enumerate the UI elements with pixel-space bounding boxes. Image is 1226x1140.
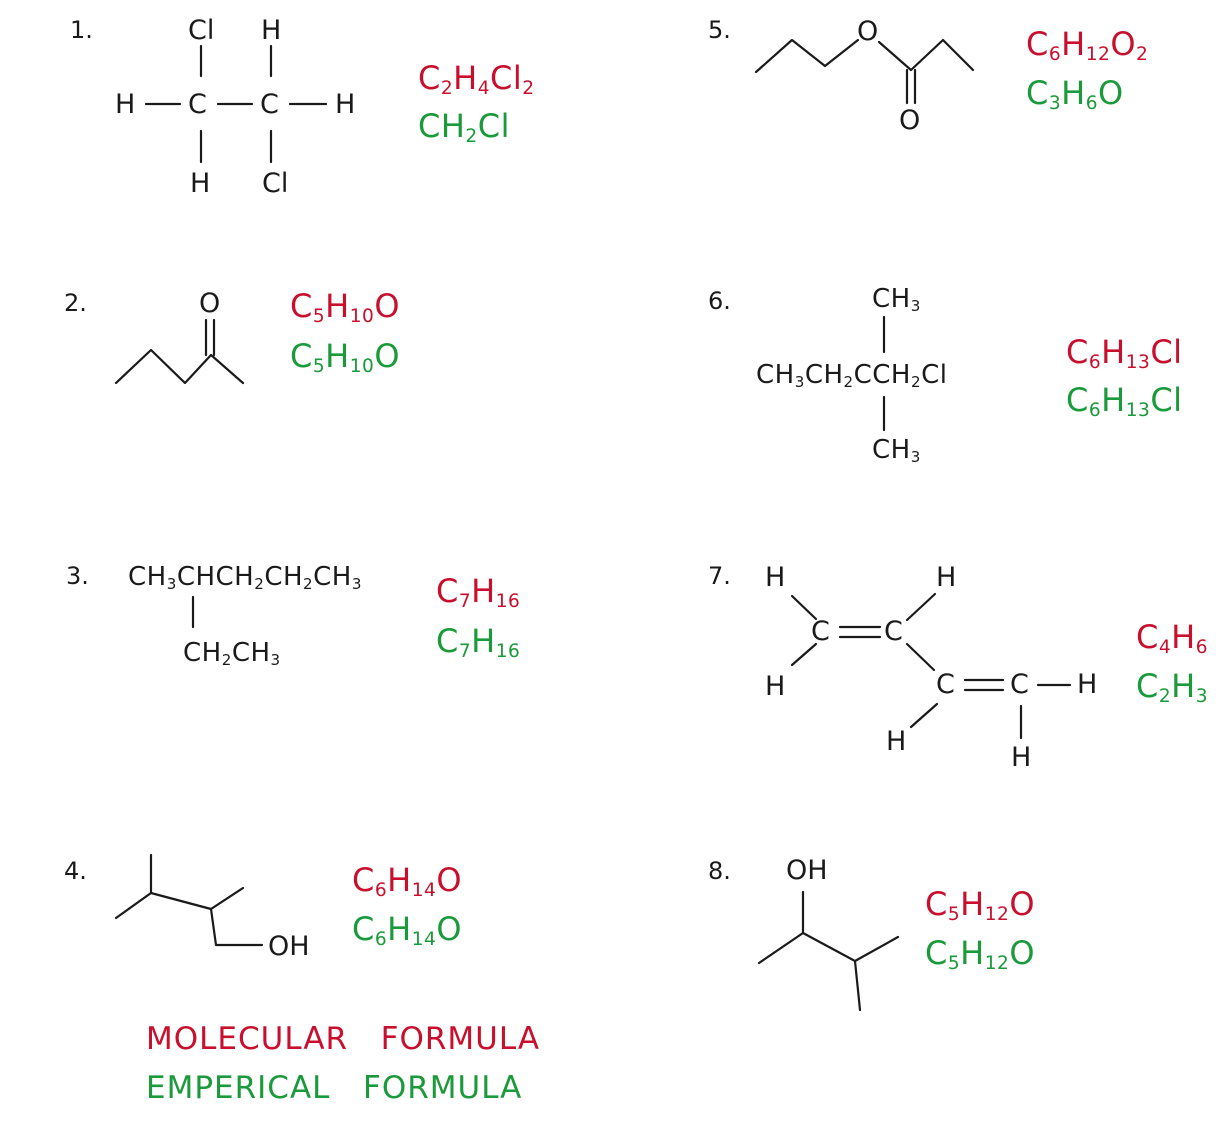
atom-chlorine: Cl [188,15,215,46]
methyl-bottom: CH3 [872,435,921,467]
item-number: 3. [66,562,89,590]
atom-hydrogen: H [115,89,136,120]
hydroxyl-group: OH [786,855,828,886]
atom-carbon: C [188,89,207,120]
empirical-formula: C2H3 [1136,667,1209,708]
empirical-formula: C6H13Cl [1066,381,1183,422]
molecular-formula: C4H6 [1136,618,1209,659]
item-number: 8. [708,857,731,885]
condensed-structure: CH3CH2CCH2Cl [756,360,948,392]
branch-group: CH2CH3 [183,638,281,670]
skeleton [754,38,860,74]
atom-hydrogen: H [335,89,356,120]
molecular-formula: C6H14O [352,861,463,902]
skeleton [209,907,264,947]
item-number: 7. [708,562,731,590]
empirical-formula: CH2Cl [418,107,510,148]
atom-carbon: C [811,616,830,647]
item-number: 2. [64,289,87,317]
empirical-formula: C6H14O [352,910,463,951]
bond [790,642,818,667]
atom-oxygen: O [899,105,921,136]
empirical-formula: C5H10O [290,337,401,378]
bond [909,702,939,729]
skeleton [877,38,975,72]
atom-hydrogen: H [190,168,211,199]
atom-hydrogen: H [261,15,282,46]
skeleton [757,931,900,965]
legend-empirical: EMPERICAL FORMULA [146,1070,523,1106]
methyl-top: CH3 [872,284,921,316]
bond [790,594,818,621]
atom-oxygen: O [857,16,879,47]
hydroxyl-group: OH [268,931,310,962]
molecular-formula: C2H4Cl2 [418,59,535,100]
molecular-formula: C6H13Cl [1066,333,1183,374]
atom-hydrogen: H [936,562,957,593]
atom-hydrogen: H [1011,742,1032,773]
molecular-formula: C5H12O [925,885,1036,926]
atom-carbon: C [884,616,903,647]
item-number: 1. [70,16,93,44]
molecular-formula: C7H16 [436,572,521,613]
atom-hydrogen: H [1077,669,1098,700]
bond [905,592,937,622]
empirical-formula: C3H6O [1026,74,1124,115]
bond [853,959,862,1012]
legend-molecular: MOLECULAR FORMULA [146,1021,541,1057]
atom-hydrogen: H [765,671,786,702]
atom-carbon: C [260,89,279,120]
empirical-formula: C5H12O [925,934,1036,975]
item-number: 5. [708,16,731,44]
skeleton [114,886,245,920]
empirical-formula: C7H16 [436,622,521,663]
atom-carbon: C [936,669,955,700]
atom-carbon: C [1010,669,1029,700]
molecular-formula: C5H10O [290,287,401,328]
atom-oxygen: O [199,288,221,319]
molecular-formula: C6H12O2 [1026,25,1149,66]
skeleton [114,348,245,385]
atom-chlorine: Cl [262,168,289,199]
bond [905,642,936,672]
condensed-structure: CH3CHCH2CH2CH3 [128,562,362,594]
item-number: 4. [64,857,87,885]
atom-hydrogen: H [765,562,786,593]
atom-hydrogen: H [886,726,907,757]
item-number: 6. [708,287,731,315]
